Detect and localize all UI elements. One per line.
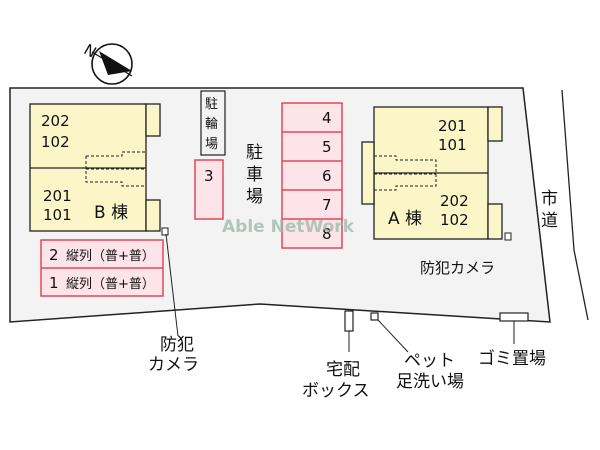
pet-wash-label-1: ペット xyxy=(404,351,455,371)
tandem-1-number: 1 xyxy=(49,274,59,292)
delivery-box-label-1: 宅配 xyxy=(326,360,360,380)
parking-space-6: 6 xyxy=(322,167,332,185)
b-unit-101: 101 xyxy=(43,206,72,224)
building-a: 201 101 202 102 A 棟 xyxy=(361,106,503,240)
a-unit-102: 102 xyxy=(440,211,469,229)
b-unit-202: 202 xyxy=(41,112,70,130)
svg-text:車: 車 xyxy=(246,165,263,185)
tandem-2-text: 縦列（普+普） xyxy=(66,249,155,264)
camera-a-label: 防犯カメラ xyxy=(420,259,495,277)
delivery-box-label-2: ボックス xyxy=(302,381,370,401)
parking-block: 4 5 6 7 8 xyxy=(281,102,343,249)
svg-text:道: 道 xyxy=(541,211,558,231)
garbage-area xyxy=(499,312,529,322)
pet-wash-station xyxy=(370,312,379,321)
svg-text:駐: 駐 xyxy=(246,143,263,163)
parking-space-5: 5 xyxy=(322,138,332,156)
bike-parking-char-2: 輪 xyxy=(205,116,218,132)
tandem-parking: 2 縦列（普+普） 1 縦列（普+普） xyxy=(40,239,164,297)
road-edge xyxy=(561,89,589,321)
camera-b-label-1: 防犯 xyxy=(160,335,194,355)
a-unit-201: 201 xyxy=(438,117,467,135)
building-a-name: A 棟 xyxy=(388,209,422,229)
parking-space-3: 3 xyxy=(194,159,224,220)
a-unit-101: 101 xyxy=(438,136,467,154)
garbage-label: ゴミ置場 xyxy=(478,348,546,369)
bike-parking-char-3: 場 xyxy=(205,137,218,152)
security-camera-b xyxy=(161,227,169,236)
camera-b-label-2: カメラ xyxy=(148,355,199,375)
camera-b-leader xyxy=(165,233,179,337)
road-name: 市 道 xyxy=(541,189,558,231)
compass-icon: N xyxy=(81,40,133,85)
tandem-2-number: 2 xyxy=(49,246,59,264)
parking-lot-label: 駐 車 場 xyxy=(246,143,263,207)
parking-space-7: 7 xyxy=(322,196,332,214)
tandem-1-text: 縦列（普+普） xyxy=(66,277,155,292)
building-b-name: B 棟 xyxy=(94,203,128,223)
b-unit-102: 102 xyxy=(41,133,70,151)
parking-space-4: 4 xyxy=(322,109,332,127)
b-unit-201: 201 xyxy=(43,187,72,205)
svg-text:場: 場 xyxy=(246,187,263,207)
watermark: Able NetWork xyxy=(222,217,355,237)
a-unit-202: 202 xyxy=(440,192,469,210)
pet-leader xyxy=(377,319,409,353)
parking-space-8: 8 xyxy=(322,225,332,243)
pet-wash-label-2: 足洗い場 xyxy=(396,372,464,392)
bike-parking-char-1: 駐 xyxy=(205,97,218,112)
building-b: 202 102 201 101 B 棟 xyxy=(29,103,161,232)
svg-text:3: 3 xyxy=(204,167,214,185)
svg-text:市: 市 xyxy=(541,189,558,209)
bike-parking: 駐 輪 場 xyxy=(200,90,226,156)
delivery-box xyxy=(344,310,354,332)
security-camera-a xyxy=(504,232,512,241)
